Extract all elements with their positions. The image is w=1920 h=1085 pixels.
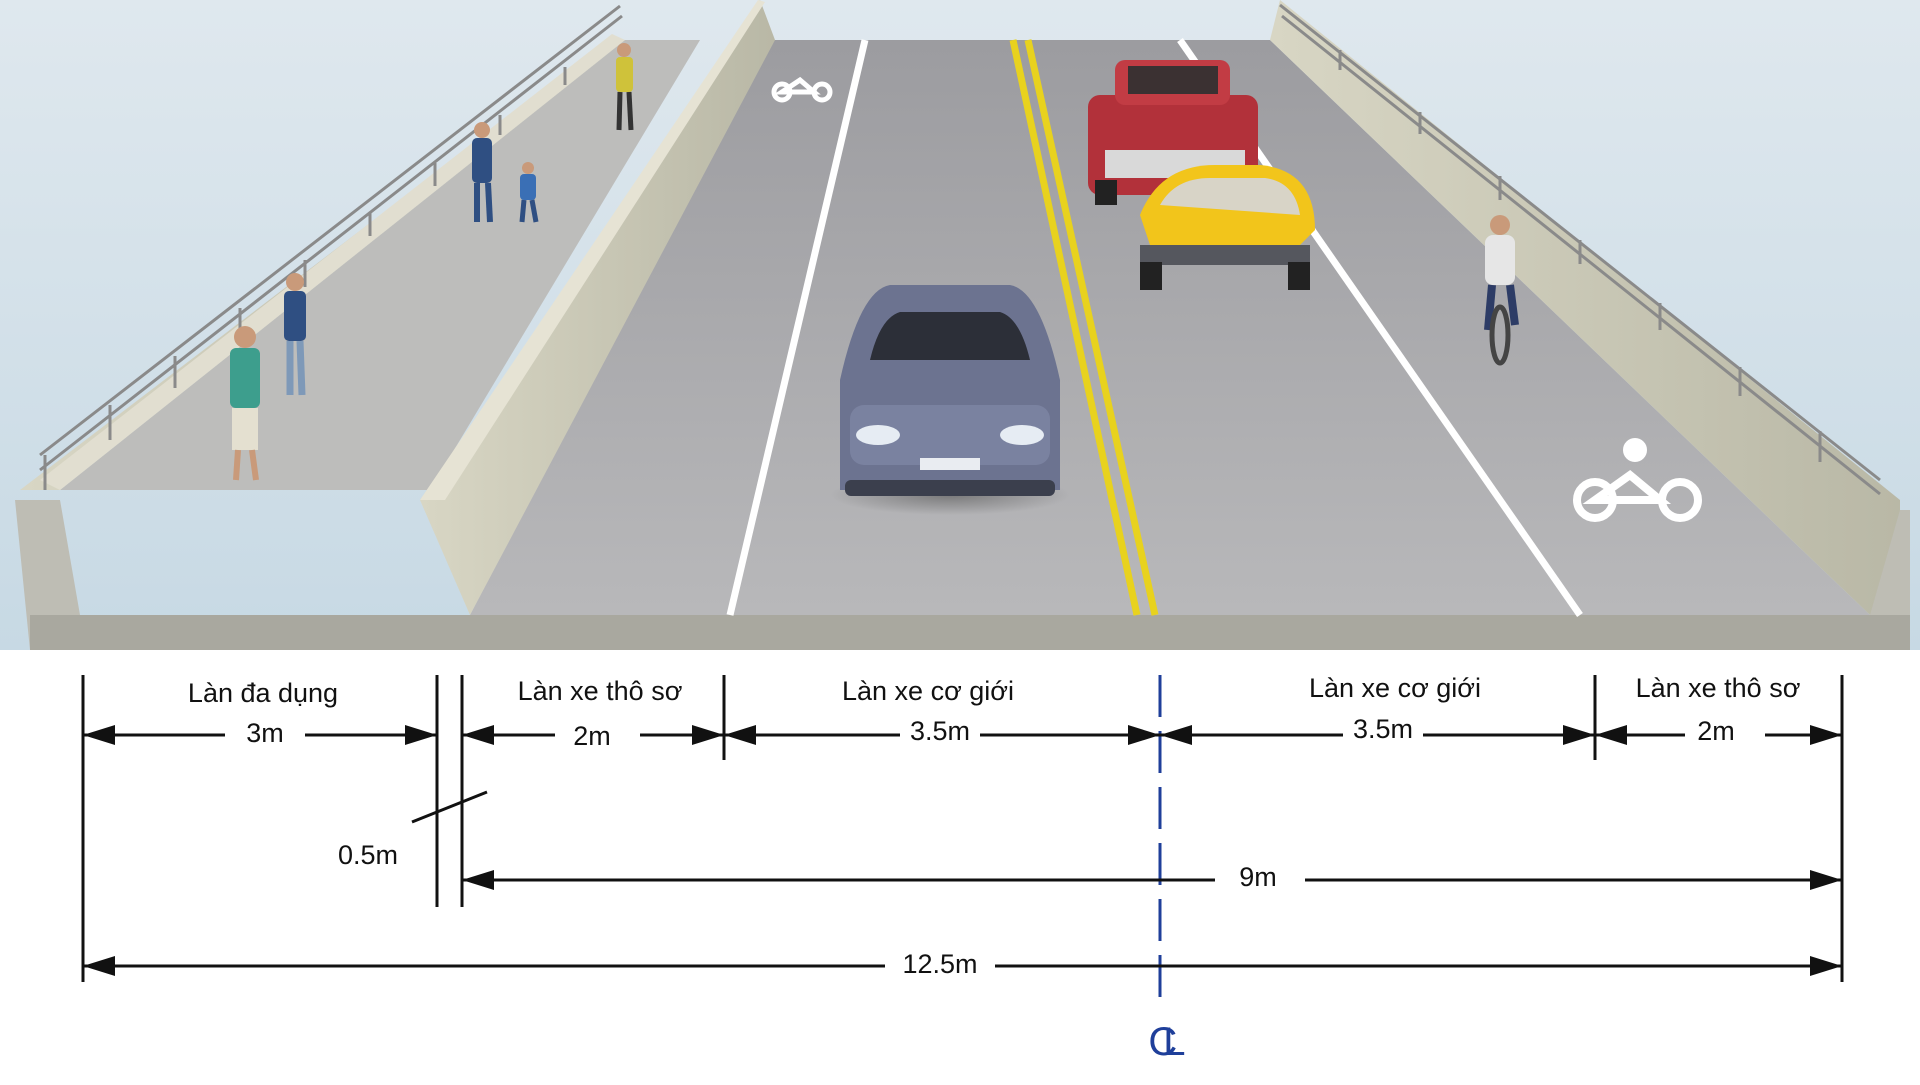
- center-line-yellow-2: [1024, 39, 1159, 616]
- dimension-arrows: [83, 725, 1842, 976]
- pedestrian-green-shirt: [230, 326, 260, 481]
- width-label-multi-use: 3m: [246, 718, 284, 748]
- separator-barrier: [420, 0, 775, 615]
- bridge-deck-edge: [30, 615, 1910, 650]
- width-label-nonmotor-right: 2m: [1697, 716, 1735, 746]
- dim-nonmotor-right: [1595, 725, 1842, 745]
- dim-nonmotor-left: [462, 725, 724, 745]
- lane-line-left: [726, 39, 869, 616]
- svg-text:CL: CL: [1148, 1020, 1184, 1064]
- multi-use-lane-surface: [60, 40, 700, 490]
- pedestrian-yellow-shirt: [616, 43, 634, 131]
- cyclist: [1484, 215, 1519, 366]
- width-label-motor-right: 3.5m: [1353, 714, 1413, 744]
- bicycle-lane-marking-icon: [1573, 438, 1702, 522]
- separator-barrier-top: [420, 0, 765, 500]
- dim-total: [83, 956, 1842, 976]
- blue-car: [830, 285, 1070, 515]
- dim-multi-use: [83, 725, 437, 745]
- centerline-symbol-icon: CL: [1148, 1020, 1198, 1064]
- lane-label-nonmotor-right: Làn xe thô sơ: [1636, 673, 1801, 703]
- total-width-label: 12.5m: [902, 949, 977, 979]
- dim-motor-right: [1160, 725, 1595, 745]
- pedestrian-adult-with-child: [472, 122, 539, 223]
- boat-on-trailer: [1140, 165, 1315, 290]
- carriageway-surface: [470, 40, 1870, 615]
- center-line-yellow-1: [1009, 39, 1141, 616]
- pedestrian-blue-jacket: [284, 273, 306, 396]
- dim-motor-left: [724, 725, 1160, 745]
- bicycle-lane-marking-far-icon: [771, 76, 833, 103]
- width-label-motor-left: 3.5m: [910, 716, 970, 746]
- lane-label-nonmotor-left: Làn xe thô sơ: [518, 676, 683, 706]
- lane-label-multi-use: Làn đa dụng: [188, 678, 338, 708]
- roadway-width-label: 9m: [1239, 862, 1277, 892]
- width-label-nonmotor-left: 2m: [573, 721, 611, 751]
- right-railing: [1279, 3, 1881, 496]
- right-parapet-wall: [1270, 0, 1900, 615]
- separator-width-label: 0.5m: [338, 840, 398, 870]
- lane-label-motor-right: Làn xe cơ giới: [1309, 673, 1481, 703]
- lane-label-motor-left: Làn xe cơ giới: [842, 676, 1014, 706]
- dimension-lines: [81, 675, 1844, 982]
- dim-roadway: [462, 870, 1842, 890]
